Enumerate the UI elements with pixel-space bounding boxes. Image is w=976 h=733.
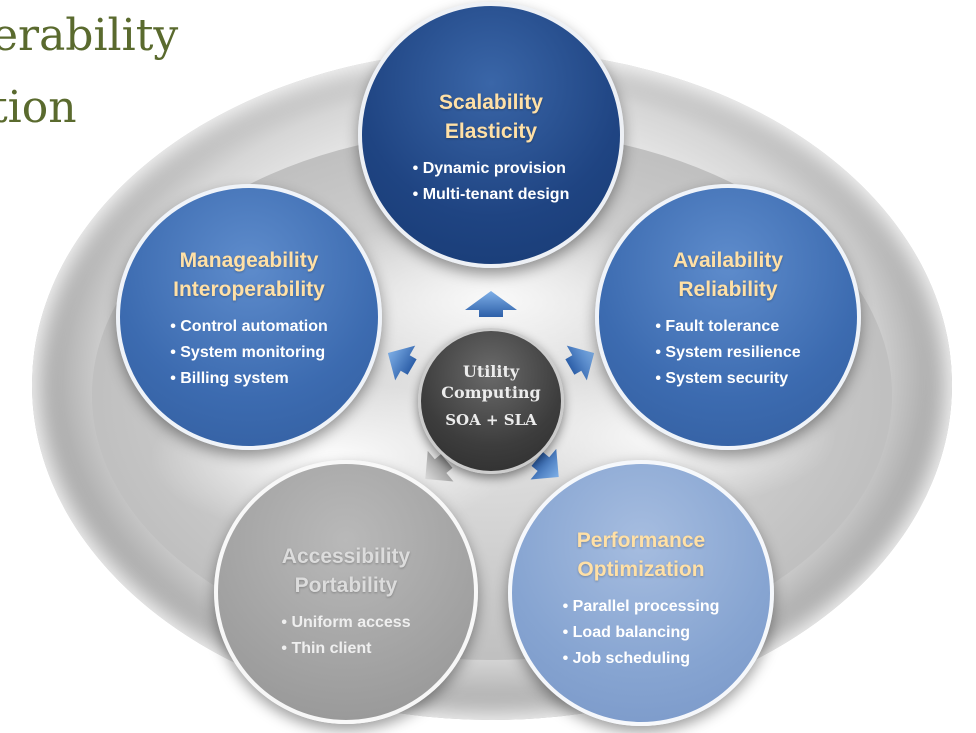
bullet-item: Billing system xyxy=(170,366,328,392)
bullet-item: System security xyxy=(655,366,800,392)
background-heading-fragment-1: erability xyxy=(0,10,179,61)
portability-title: Portability xyxy=(294,574,398,597)
bullet-item: Dynamic provision xyxy=(413,156,570,182)
manageability-circle: Manageability Interoperability Control a… xyxy=(116,184,382,450)
accessibility-circle: Accessibility Portability Uniform access… xyxy=(214,460,478,724)
hub-title-line1: Utility xyxy=(462,362,520,381)
background-heading-fragment-2: tion xyxy=(0,82,77,133)
optimization-title: Optimization xyxy=(577,558,705,581)
bullet-item: Parallel processing xyxy=(563,594,720,620)
performance-circle: Performance Optimization Parallel proces… xyxy=(508,460,774,726)
reliability-title: Reliability xyxy=(678,278,778,301)
bullet-item: Uniform access xyxy=(281,610,410,636)
performance-bullets: Parallel processing Load balancing Job s… xyxy=(563,594,720,672)
availability-circle: Availability Reliability Fault tolerance… xyxy=(595,184,861,450)
manageability-bullets: Control automation System monitoring Bil… xyxy=(170,314,328,392)
hub-title-line2: Computing xyxy=(441,383,541,402)
hub-subtitle: SOA + SLA xyxy=(445,411,537,429)
scalability-bullets: Dynamic provision Multi-tenant design xyxy=(413,156,570,208)
bullet-item: System resilience xyxy=(655,340,800,366)
bullet-item: Control automation xyxy=(170,314,328,340)
manageability-title: Manageability xyxy=(179,249,319,272)
bullet-item: Thin client xyxy=(281,636,410,662)
availability-bullets: Fault tolerance System resilience System… xyxy=(655,314,800,392)
bullet-item: Load balancing xyxy=(563,620,720,646)
scalability-title: Scalability xyxy=(439,91,543,114)
scalability-circle: Scalability Elasticity Dynamic provision… xyxy=(358,2,624,268)
utility-computing-hub: Utility Computing SOA + SLA xyxy=(418,328,564,474)
bullet-item: Fault tolerance xyxy=(655,314,800,340)
bullet-item: Multi-tenant design xyxy=(413,182,570,208)
bullet-item: Job scheduling xyxy=(563,646,720,672)
performance-title: Performance xyxy=(576,529,706,552)
bullet-item: System monitoring xyxy=(170,340,328,366)
accessibility-bullets: Uniform access Thin client xyxy=(281,610,410,662)
availability-title: Availability xyxy=(672,249,784,272)
elasticity-title: Elasticity xyxy=(444,120,538,143)
interoperability-title: Interoperability xyxy=(173,278,325,301)
accessibility-title: Accessibility xyxy=(281,545,411,568)
